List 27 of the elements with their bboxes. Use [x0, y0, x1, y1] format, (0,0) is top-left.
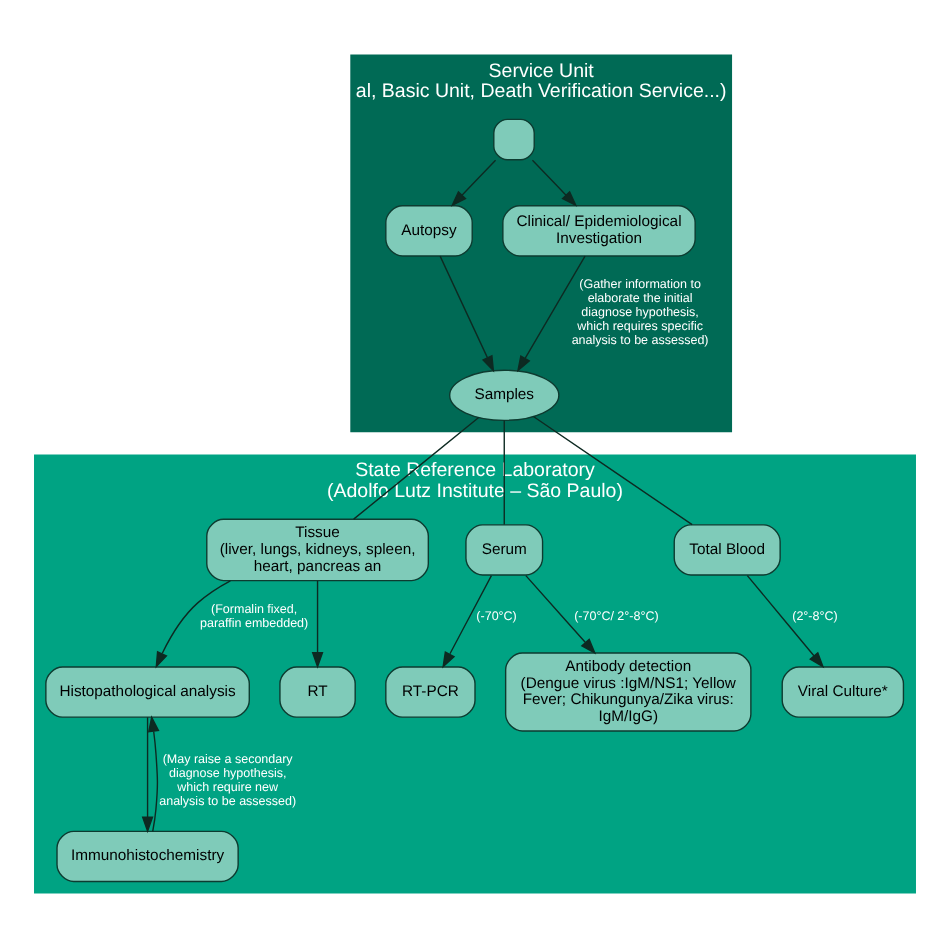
- node-box: [492, 118, 534, 161]
- node-box: Immunohistochemistry: [55, 830, 238, 883]
- arrow: [745, 574, 824, 669]
- connector: [502, 419, 504, 526]
- node-box: Histopathological analysis: [44, 666, 249, 718]
- node-box: Autopsy: [384, 205, 472, 257]
- node-box: Viral Culture*: [780, 666, 904, 718]
- connector: [531, 415, 692, 526]
- arrow: [441, 574, 492, 669]
- connector: [352, 416, 479, 520]
- node-ellipse: Samples: [448, 369, 559, 422]
- arrow: [140, 716, 153, 834]
- node-box: RT: [278, 666, 355, 718]
- node-box: Clinical/ Epidemiological Investigation: [501, 205, 695, 257]
- arrow: [146, 715, 159, 832]
- node-box: Tissue (liver, lungs, kidneys, spleen, heart, pancreas an: [205, 518, 428, 582]
- arrow: [154, 580, 231, 669]
- node-box: Serum: [464, 524, 543, 576]
- node-box: RT-PCR: [384, 666, 475, 718]
- arrow: [524, 574, 596, 655]
- arrow: [515, 255, 585, 373]
- node-box: Total Blood: [672, 524, 780, 576]
- arrow: [530, 159, 577, 207]
- node-box: Antibody detection (Dengue virus :IgM/NS1; Yellow Fever; Chikungunya/Zika virus: IgM/IgG): [503, 652, 751, 732]
- arrow: [449, 159, 496, 207]
- arrow: [438, 255, 494, 373]
- arrow: [310, 580, 323, 669]
